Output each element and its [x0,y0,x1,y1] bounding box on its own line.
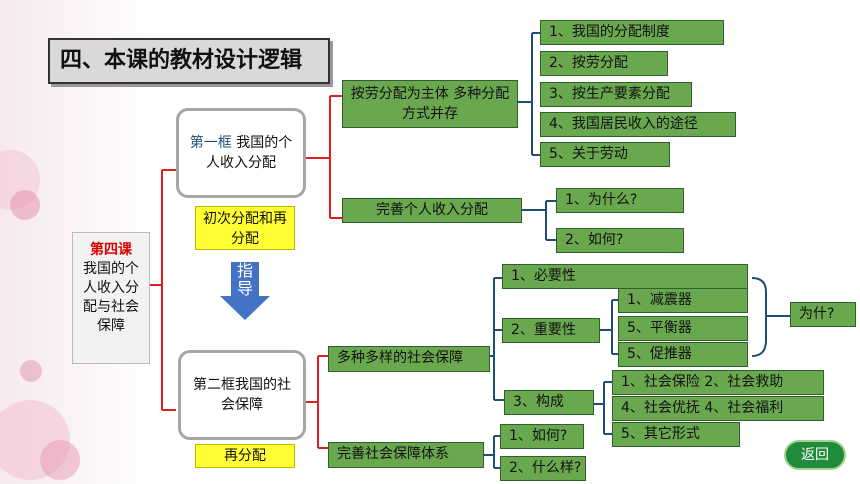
frame2-box: 第二框我国的社会保障 [178,350,306,440]
branch2-item: 2、如何? [556,228,684,253]
branch1-item: 2、按劳分配 [540,51,668,76]
branch1-item: 3、按生产要素分配 [540,82,692,107]
branch3-label: 多种多样的社会保障 [328,346,490,372]
frame2-text: 第二框我国的社会保障 [193,377,291,413]
frame1-prefix: 第一框 [189,135,232,151]
redistribution-label: 再分配 [195,444,295,468]
composition-item: 1、社会保险 2、社会救助 [612,370,824,395]
return-button[interactable]: 返回 [784,440,846,470]
frame1-box: 第一框 我国的个人收入分配 [176,108,306,198]
composition-item: 4、社会优抚 4、社会福利 [612,396,824,421]
lesson-name: 我国的个人收入分配与社会保障 [83,261,139,334]
blossom-decoration [10,190,40,220]
blossom-decoration [20,360,42,382]
guidance-arrow: 指导 [220,262,270,322]
branch1-item: 1、我国的分配制度 [540,20,724,45]
branch1-label: 按劳分配为主体 多种分配方式并存 [342,80,518,128]
importance-item: 5、促推器 [618,342,748,367]
branch4-item: 1、如何? [500,424,584,449]
branch2-label: 完善个人收入分配 [342,198,522,223]
page-title: 四、本课的教材设计逻辑 [48,38,330,84]
composition-item: 5、其它形式 [612,422,740,447]
why-box: 为什? [790,302,856,327]
importance-item: 5、平衡器 [618,316,748,341]
importance-item: 1、减震器 [618,288,748,313]
importance-box: 2、重要性 [502,318,600,343]
blossom-decoration [40,440,80,480]
branch1-item: 4、我国居民收入的途径 [540,112,736,137]
frame1-text: 我国的个人收入分配 [206,135,293,171]
lesson-number: 第四课 [90,242,132,258]
necessity-box: 1、必要性 [502,264,748,289]
branch1-item: 5、关于劳动 [540,142,670,167]
composition-box: 3、构成 [504,390,594,415]
arrow-label: 指导 [236,261,253,298]
lesson-scroll: 第四课 我国的个人收入分配与社会保障 [72,232,150,364]
branch4-label: 完善社会保障体系 [328,442,484,468]
branch4-item: 2、什么样? [500,456,586,481]
branch2-item: 1、为什么? [556,188,684,213]
initial-distribution-label: 初次分配和再分配 [195,206,295,250]
